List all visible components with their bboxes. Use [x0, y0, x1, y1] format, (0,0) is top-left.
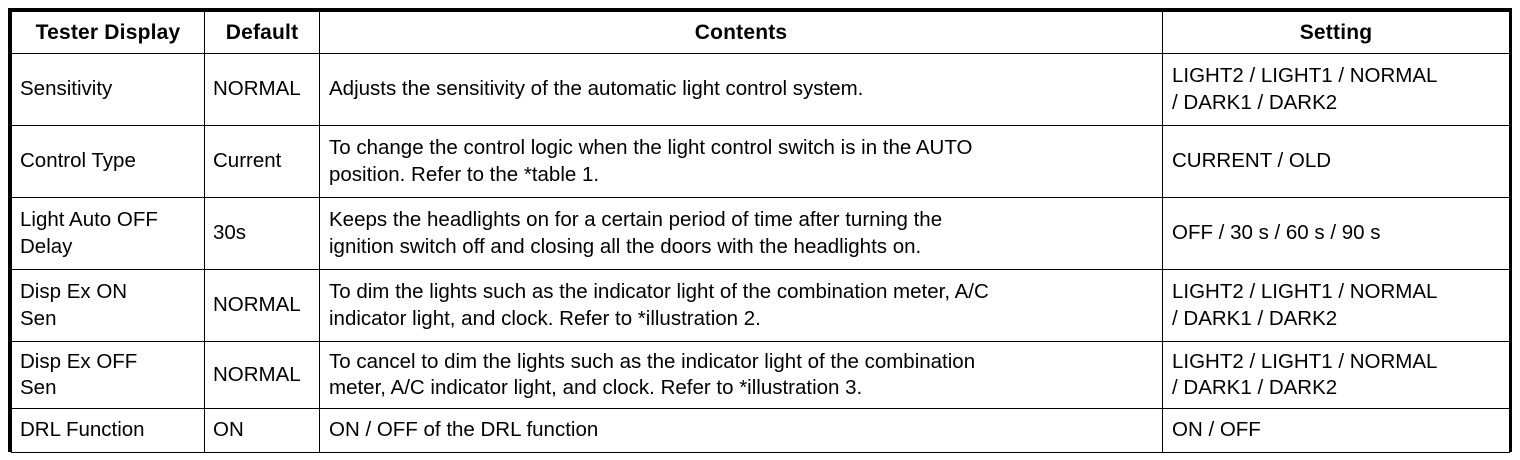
table-row: Sensitivity NORMAL Adjusts the sensitivi… [11, 53, 1510, 126]
cell-line: Control Type [20, 149, 136, 173]
table-row: Light Auto OFF Delay 30s Keeps the headl… [11, 197, 1510, 270]
cell-default: Current [204, 125, 320, 198]
cell-default: ON [204, 408, 320, 453]
cell-tester-display: Light Auto OFF Delay [11, 197, 205, 270]
cell-setting: LIGHT2 / LIGHT1 / NORMAL / DARK1 / DARK2 [1162, 53, 1510, 126]
cell-setting: ON / OFF [1162, 408, 1510, 453]
cell-line: ON / OFF [1172, 418, 1261, 442]
cell-line: LIGHT2 / LIGHT1 / NORMAL [1172, 280, 1438, 304]
cell-tester-display: Control Type [11, 125, 205, 198]
cell-setting: LIGHT2 / LIGHT1 / NORMAL / DARK1 / DARK2 [1162, 341, 1510, 409]
cell-setting: CURRENT / OLD [1162, 125, 1510, 198]
cell-contents: To change the control logic when the lig… [319, 125, 1163, 198]
table-header: Tester Display Default Contents Setting [11, 11, 1510, 54]
column-header-setting: Setting [1162, 11, 1510, 54]
cell-default: NORMAL [204, 341, 320, 409]
cell-line: ON / OFF of the DRL function [329, 418, 599, 442]
table-body: Sensitivity NORMAL Adjusts the sensitivi… [11, 53, 1510, 453]
cell-line: indicator light, and clock. Refer to *il… [329, 306, 761, 330]
cell-contents: ON / OFF of the DRL function [319, 408, 1163, 453]
cell-line: Sen [20, 376, 57, 399]
cell-tester-display: Disp Ex ON Sen [11, 269, 205, 342]
cell-line: LIGHT2 / LIGHT1 / NORMAL [1172, 64, 1438, 88]
cell-contents: Adjusts the sensitivity of the automatic… [319, 53, 1163, 126]
cell-line: position. Refer to the *table 1. [329, 162, 600, 186]
cell-line: To change the control logic when the lig… [329, 136, 973, 160]
cell-tester-display: Disp Ex OFF Sen [11, 341, 205, 409]
cell-line: CURRENT / OLD [1172, 149, 1332, 173]
cell-contents: To dim the lights such as the indicator … [319, 269, 1163, 342]
cell-default: NORMAL [204, 53, 320, 126]
cell-line: NORMAL [213, 77, 301, 101]
cell-line: Light Auto OFF [20, 208, 158, 232]
column-header-default: Default [204, 11, 320, 54]
cell-line: Current [213, 149, 282, 173]
cell-line: ON [213, 418, 244, 442]
column-header-contents: Contents [319, 11, 1163, 54]
cell-line: / DARK1 / DARK2 [1172, 90, 1338, 114]
cell-line: To dim the lights such as the indicator … [329, 280, 989, 304]
cell-line: NORMAL [213, 362, 301, 386]
cell-line: Sen [20, 306, 57, 330]
header-row: Tester Display Default Contents Setting [11, 11, 1510, 54]
cell-line: To cancel to dim the lights such as the … [329, 349, 976, 373]
table-row: Disp Ex ON Sen NORMAL To dim the lights … [11, 269, 1510, 342]
cell-contents: Keeps the headlights on for a certain pe… [319, 197, 1163, 270]
table-row: Control Type Current To change the contr… [11, 125, 1510, 198]
cell-line: OFF / 30 s / 60 s / 90 s [1172, 221, 1381, 245]
cell-tester-display: Sensitivity [11, 53, 205, 126]
cell-line: Keeps the headlights on for a certain pe… [329, 208, 943, 232]
table-row: Disp Ex OFF Sen NORMAL To cancel to dim … [11, 341, 1510, 409]
cell-tester-display: DRL Function [11, 408, 205, 453]
cell-line: LIGHT2 / LIGHT1 / NORMAL [1172, 349, 1438, 373]
cell-line: NORMAL [213, 293, 301, 317]
cell-line: 30s [213, 221, 247, 245]
spec-table-container: Tester Display Default Contents Setting … [8, 8, 1512, 453]
cell-setting: OFF / 30 s / 60 s / 90 s [1162, 197, 1510, 270]
cell-contents: To cancel to dim the lights such as the … [319, 341, 1163, 409]
cell-line: Adjusts the sensitivity of the automatic… [329, 77, 864, 101]
cell-line: Disp Ex ON [20, 280, 128, 304]
cell-line: Delay [20, 234, 73, 258]
cell-line: / DARK1 / DARK2 [1172, 306, 1338, 330]
cell-line: meter, A/C indicator light, and clock. R… [329, 376, 863, 399]
tester-settings-table: Tester Display Default Contents Setting … [11, 11, 1510, 453]
column-header-tester-display: Tester Display [11, 11, 205, 54]
table-row: DRL Function ON ON / OFF of the DRL func… [11, 408, 1510, 453]
cell-line: ignition switch off and closing all the … [329, 234, 922, 258]
cell-line: DRL Function [20, 418, 145, 442]
cell-line: Sensitivity [20, 77, 113, 101]
cell-setting: LIGHT2 / LIGHT1 / NORMAL / DARK1 / DARK2 [1162, 269, 1510, 342]
cell-line: / DARK1 / DARK2 [1172, 376, 1338, 399]
cell-default: 30s [204, 197, 320, 270]
cell-default: NORMAL [204, 269, 320, 342]
cell-line: Disp Ex OFF [20, 349, 138, 373]
